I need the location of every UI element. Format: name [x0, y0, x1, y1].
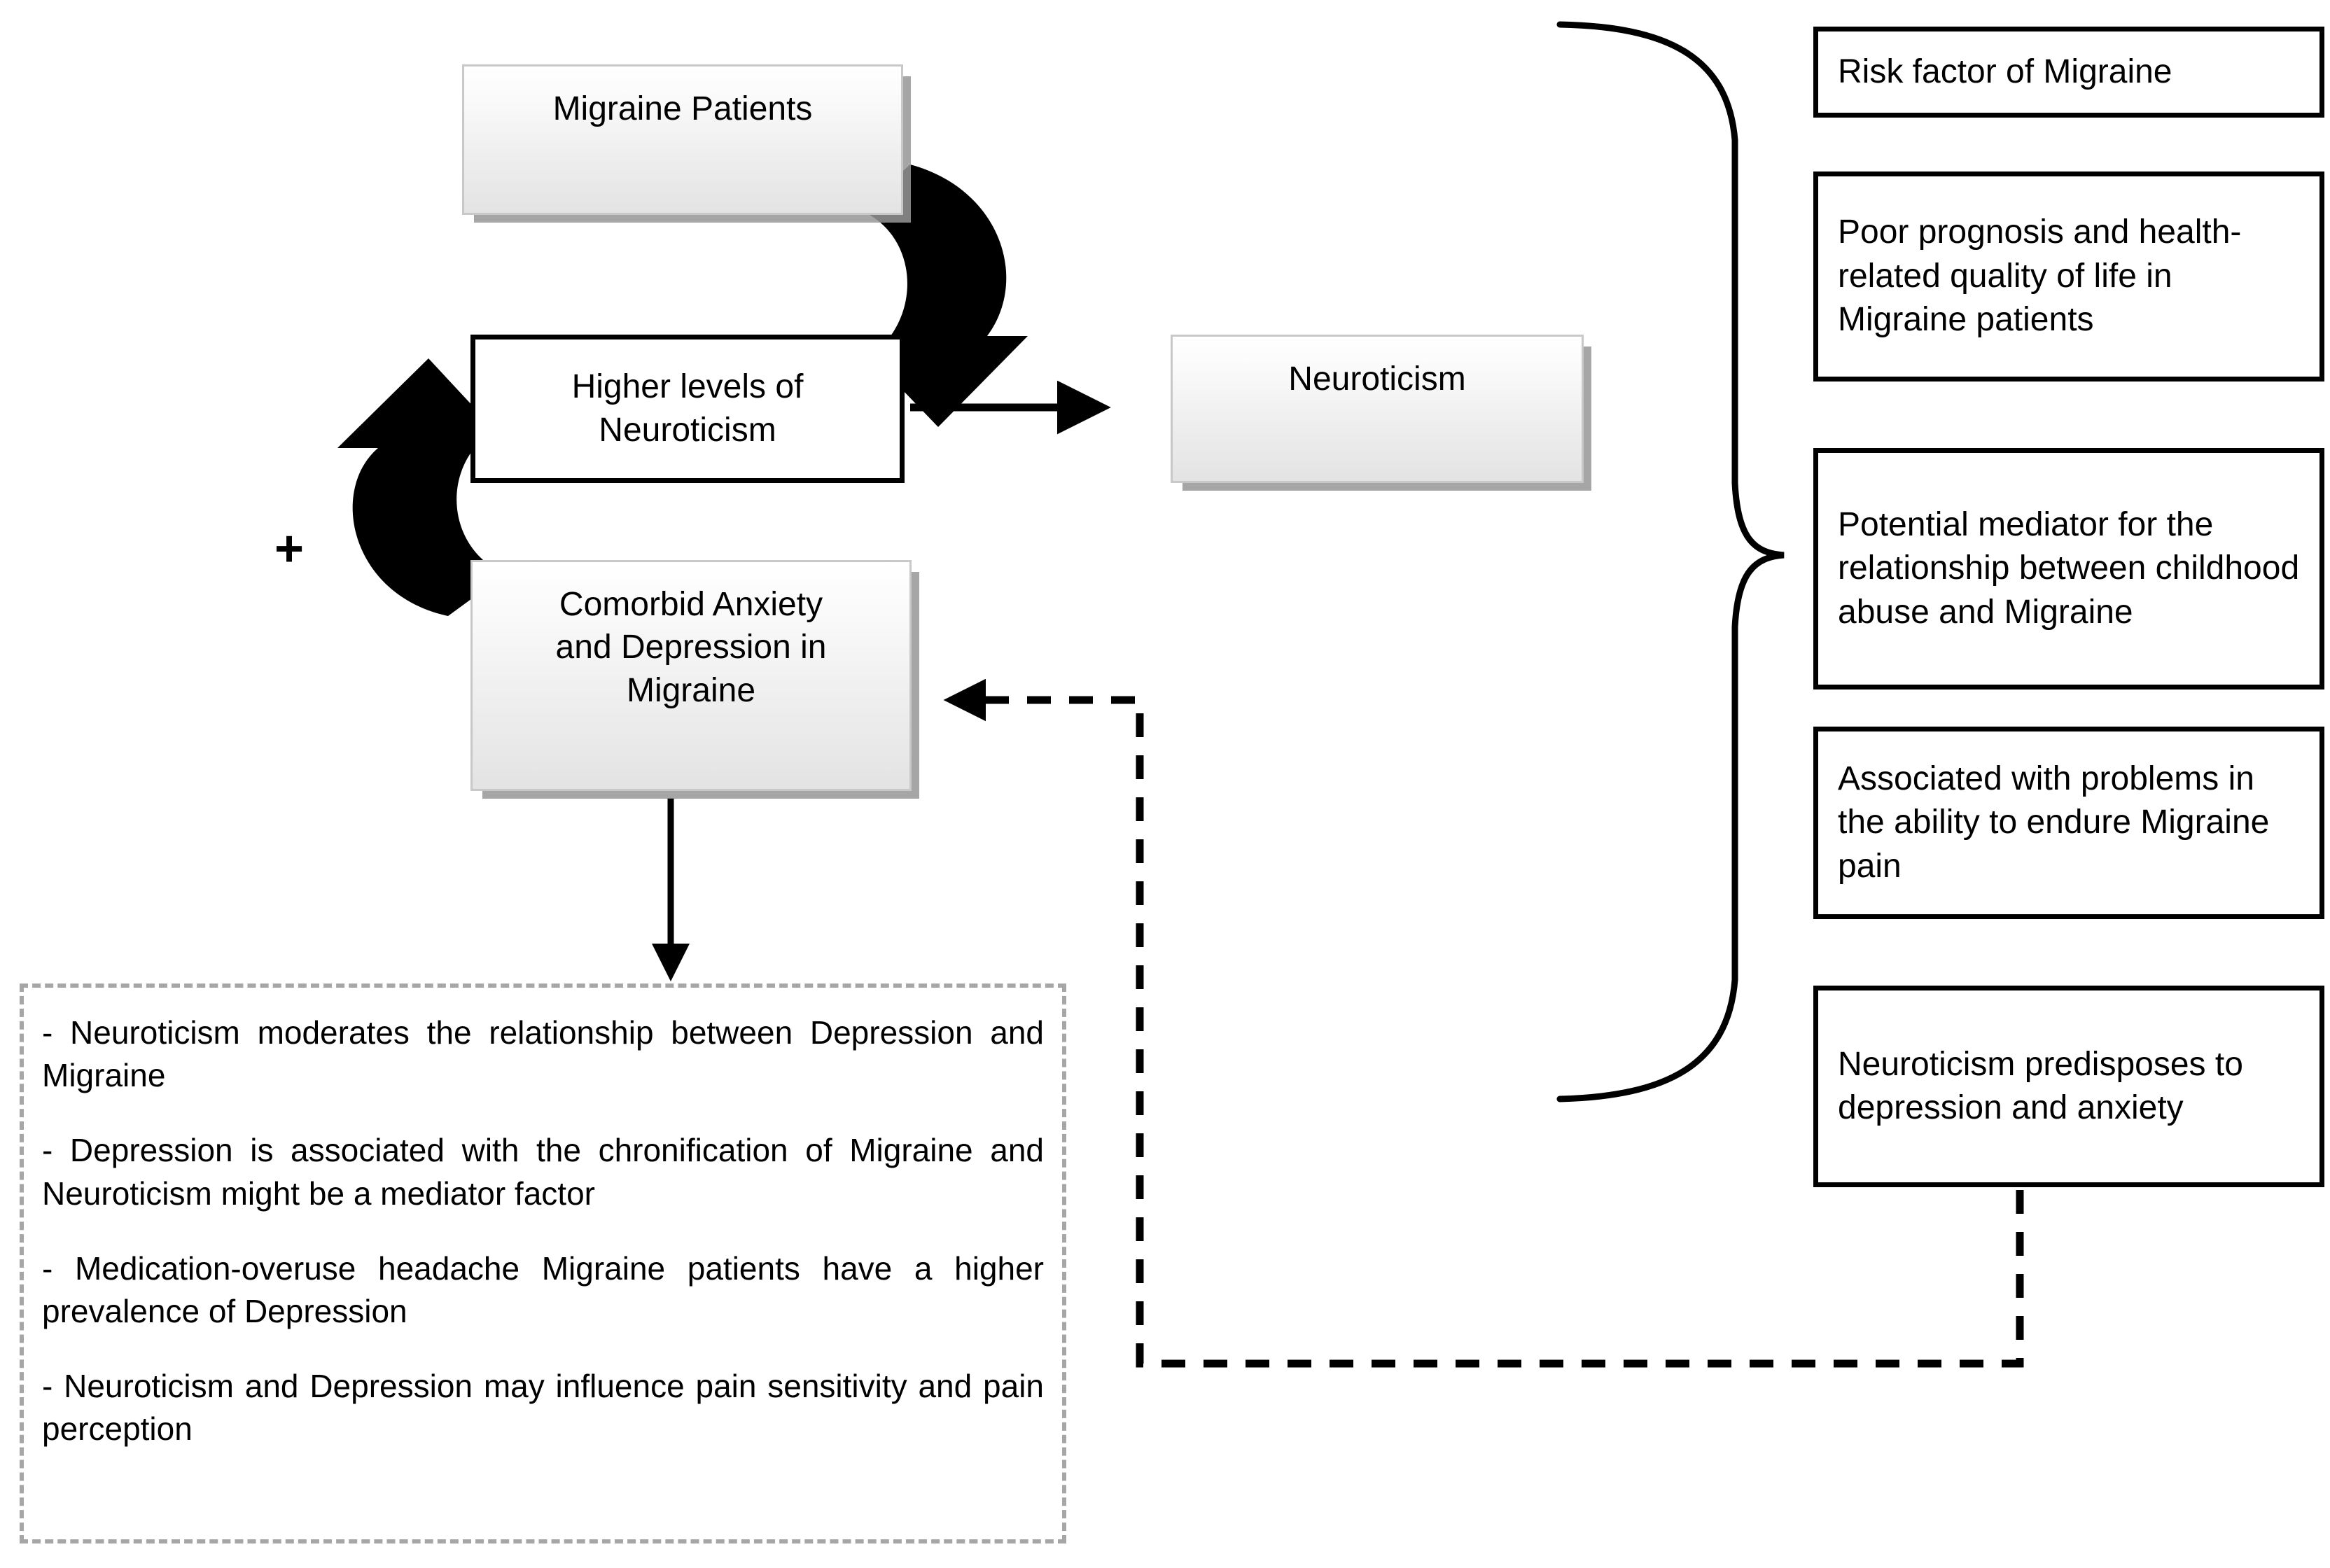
- info-box-associated-problems-label: Associated with problems in the ability …: [1838, 760, 2270, 885]
- finding-item: - Depression is associated with the chro…: [42, 1132, 1044, 1212]
- node-higher-levels-label: Higher levels of Neuroticism: [571, 368, 804, 449]
- node-migraine-patients[interactable]: Migraine Patients: [462, 64, 903, 215]
- node-comorbid-anxiety-depression[interactable]: Comorbid Anxiety and Depression in Migra…: [470, 560, 912, 791]
- finding-item: - Neuroticism moderates the relationship…: [42, 1014, 1044, 1094]
- node-migraine-patients-label: Migraine Patients: [552, 90, 813, 127]
- info-box-risk-factor-label: Risk factor of Migraine: [1838, 52, 2172, 90]
- findings-box: - Neuroticism moderates the relationship…: [20, 983, 1066, 1544]
- finding-item: - Neuroticism and Depression may influen…: [42, 1368, 1044, 1448]
- info-box-risk-factor[interactable]: Risk factor of Migraine: [1813, 27, 2324, 118]
- node-neuroticism[interactable]: Neuroticism: [1171, 335, 1584, 483]
- info-box-associated-problems[interactable]: Associated with problems in the ability …: [1813, 727, 2324, 919]
- node-neuroticism-label: Neuroticism: [1288, 360, 1466, 398]
- node-higher-levels-neuroticism[interactable]: Higher levels of Neuroticism: [470, 335, 905, 483]
- node-comorbid-label: Comorbid Anxiety and Depression in Migra…: [555, 586, 827, 709]
- info-box-potential-mediator-label: Potential mediator for the relationship …: [1838, 505, 2300, 631]
- right-curly-brace-icon: [1556, 21, 1785, 1102]
- info-box-predisposes[interactable]: Neuroticism predisposes to depression an…: [1813, 986, 2324, 1187]
- finding-item: - Medication-overuse headache Migraine p…: [42, 1250, 1044, 1329]
- info-box-potential-mediator[interactable]: Potential mediator for the relationship …: [1813, 448, 2324, 690]
- plus-sign-label: +: [274, 521, 305, 577]
- info-box-poor-prognosis-label: Poor prognosis and health-related qualit…: [1838, 214, 2242, 339]
- info-box-predisposes-label: Neuroticism predisposes to depression an…: [1838, 1045, 2243, 1126]
- info-box-poor-prognosis[interactable]: Poor prognosis and health-related qualit…: [1813, 172, 2324, 382]
